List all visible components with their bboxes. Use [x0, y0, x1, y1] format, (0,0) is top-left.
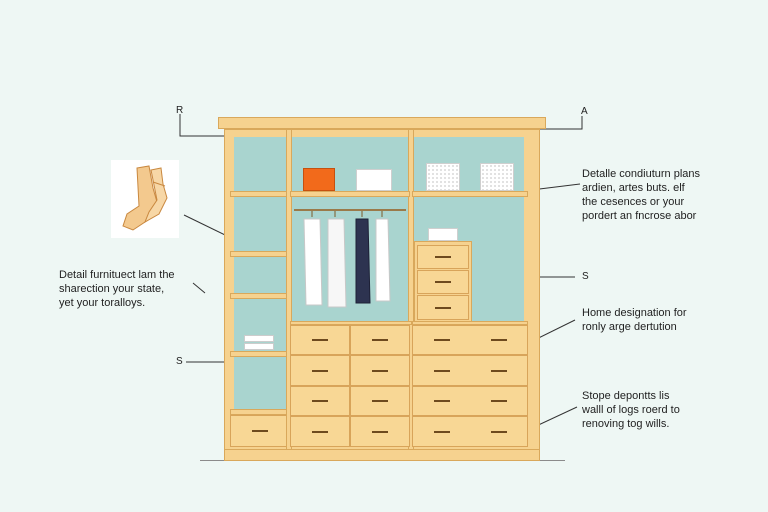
callout-right-mid-line-2: ronly arge dertution [582, 321, 677, 333]
white-shirt-1 [303, 218, 323, 306]
callout-left-line-3: yet your toralloys. [59, 297, 146, 309]
middle-drawer-2b[interactable] [350, 355, 410, 386]
pattern-box-1 [426, 163, 460, 191]
wardrobe-top-board [218, 117, 546, 129]
left-drawer[interactable] [230, 415, 290, 447]
boots-card [111, 160, 179, 238]
letter-bottom-left: S [176, 356, 183, 367]
callout-right-mid: Home designation for ronly arge dertutio… [582, 306, 687, 334]
callout-right-top-line-4: pordert an fncrose abor [582, 210, 697, 222]
callout-left-main: Detail furnituect lam the sharection you… [59, 268, 175, 310]
white-shirt-2 [327, 218, 347, 308]
right-drawer-top-board [412, 321, 528, 325]
right-drawer-1[interactable] [412, 325, 528, 355]
middle-drawer-4b[interactable] [350, 416, 410, 447]
leader-left-text [192, 282, 206, 294]
small-white-box [428, 228, 458, 241]
orange-box [303, 168, 335, 191]
wardrobe-base [224, 449, 540, 461]
leader-top-right [540, 116, 583, 130]
small-chest-drawer-2[interactable] [417, 270, 469, 294]
navy-shirt [355, 218, 371, 304]
small-chest-drawer-3[interactable] [417, 295, 469, 320]
callout-left-line-2: sharection your state, [59, 283, 165, 295]
right-drawer-3[interactable] [412, 386, 528, 416]
callout-right-top: Detalle condiuturn plans ardien, artes b… [582, 167, 700, 223]
callout-left-line-1: Detail furnituect lam the [59, 269, 175, 281]
right-drawer-4[interactable] [412, 416, 528, 447]
letter-mid-right: S [582, 271, 589, 282]
middle-drawer-2a[interactable] [290, 355, 350, 386]
middle-drawer-1b[interactable] [350, 325, 410, 355]
middle-drawer-top-board [290, 321, 412, 325]
right-shelf [412, 191, 528, 197]
letter-top-left: R [176, 105, 184, 116]
wardrobe [218, 117, 546, 461]
hanging-clothes [303, 211, 391, 308]
left-shelf-4 [230, 351, 290, 357]
callout-right-bottom: Stope depontts lis walll of logs roerd t… [582, 389, 680, 431]
middle-shelf [290, 191, 410, 197]
callout-right-bottom-line-2: walll of logs roerd to [582, 404, 680, 416]
left-shelf-1 [230, 191, 290, 197]
middle-drawer-1a[interactable] [290, 325, 350, 355]
letter-top-right: A [581, 106, 588, 117]
callout-right-top-line-1: Detalle condiuturn plans [582, 168, 701, 180]
boots-icon [122, 165, 168, 231]
white-shirt-3 [375, 218, 391, 302]
left-column-back [234, 137, 286, 409]
hanging-rod [294, 209, 406, 211]
callout-right-top-line-3: the cesences or your [582, 196, 685, 208]
callout-right-bottom-line-1: Stope depontts lis [582, 390, 670, 402]
middle-drawer-3b[interactable] [350, 386, 410, 416]
small-chest-drawer-1[interactable] [417, 245, 469, 269]
callout-right-bottom-line-3: renoving tog wills. [582, 418, 670, 430]
callout-right-top-line-2: ardien, artes buts. elf [582, 182, 685, 194]
left-shelf-2 [230, 251, 290, 257]
left-shelf-3 [230, 293, 290, 299]
callout-right-mid-line-1: Home designation for [582, 307, 687, 319]
folded-towels [244, 335, 274, 351]
pattern-box-2 [480, 163, 514, 191]
leader-top-left [179, 114, 232, 137]
middle-drawer-4a[interactable] [290, 416, 350, 447]
middle-drawer-3a[interactable] [290, 386, 350, 416]
white-box [356, 169, 392, 191]
right-drawer-2[interactable] [412, 355, 528, 386]
